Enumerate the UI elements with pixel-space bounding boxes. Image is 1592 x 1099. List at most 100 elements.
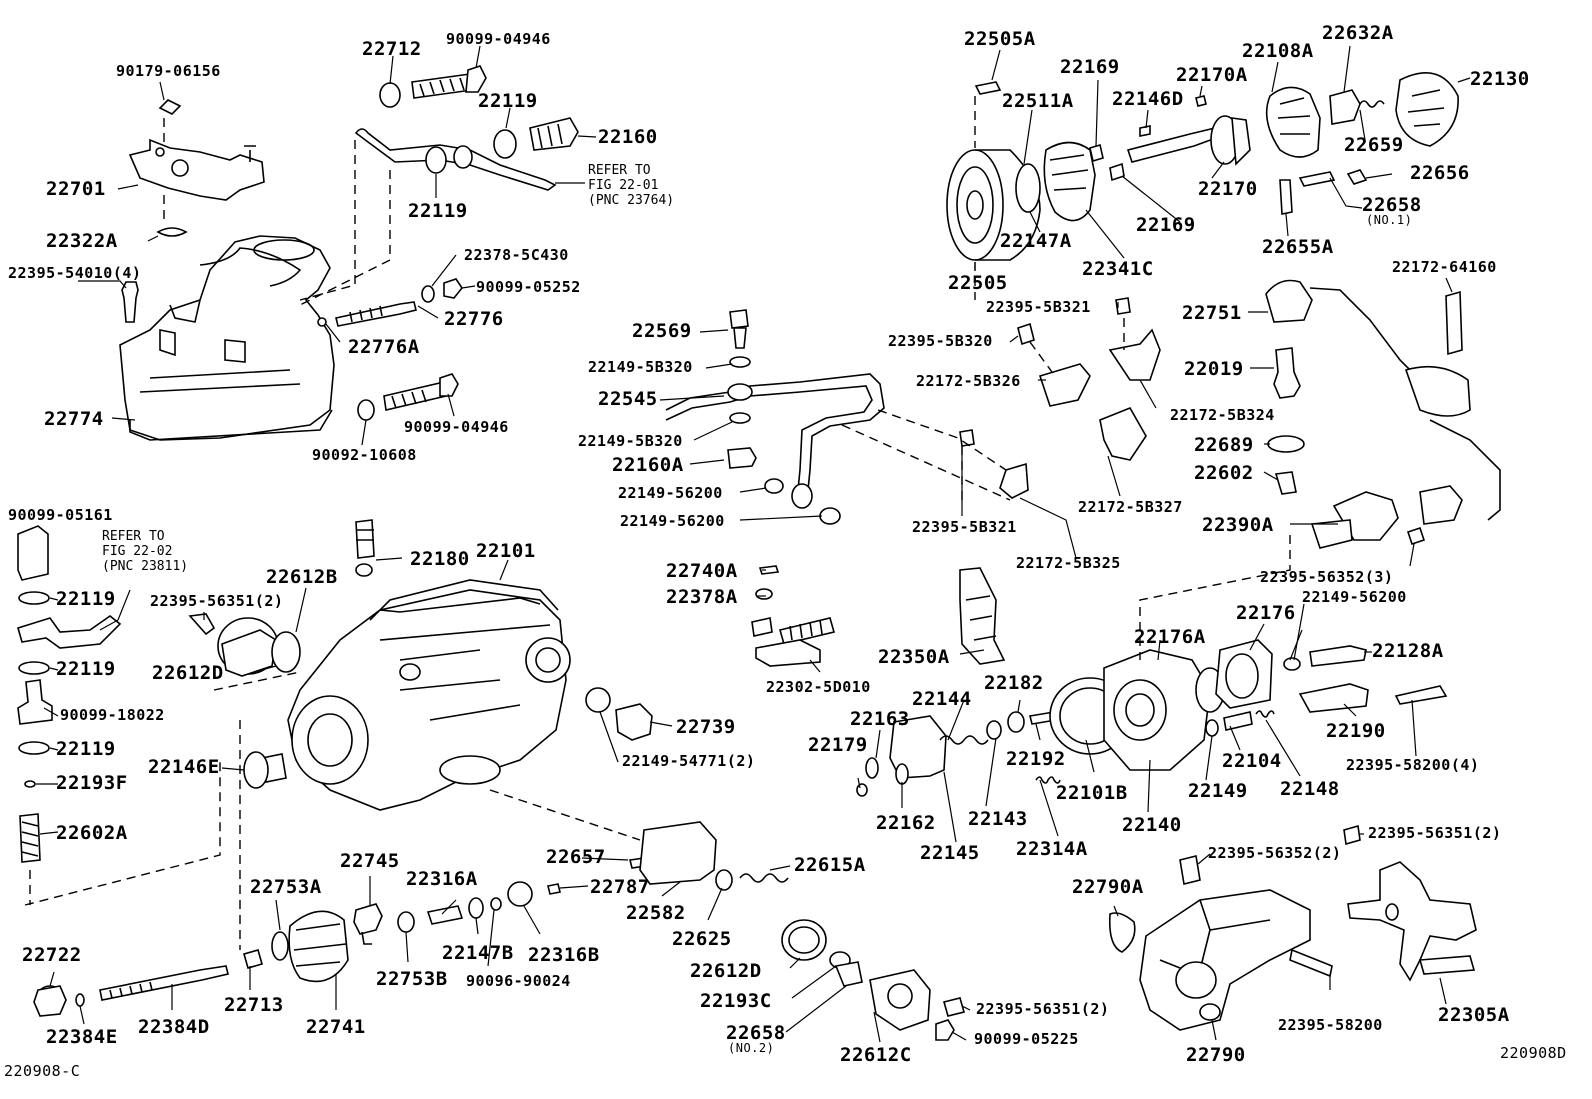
part-label: 22625 [672, 928, 732, 950]
reference-note-fig-22-02: REFER TO FIG 22-02 (PNC 23811) [102, 529, 188, 575]
part-label: 22740A [666, 560, 738, 582]
ref-line: REFER TO [588, 163, 651, 178]
part-label: 22172-64160 [1392, 258, 1497, 276]
part-label: 22316B [528, 944, 600, 966]
part-label: 22149-56200 [1302, 588, 1407, 606]
part-label: 22658 [1362, 194, 1422, 216]
part-label: 22790A [1072, 876, 1144, 898]
part-label: 22656 [1410, 162, 1470, 184]
part-label: 22169 [1060, 56, 1120, 78]
part-label: 22395-54010(4) [8, 264, 142, 282]
part-label: 22160A [612, 454, 684, 476]
ref-line: REFER TO [102, 529, 165, 544]
part-label: 22169 [1136, 214, 1196, 236]
part-label: 22378A [666, 586, 738, 608]
part-label: 22395-5B321 [986, 298, 1091, 316]
part-label: 22119 [478, 90, 538, 112]
part-label: 22722 [22, 944, 82, 966]
pump-body-illustration [188, 519, 653, 811]
governor-cover-illustration [119, 65, 579, 441]
part-label: 22193F [56, 772, 128, 794]
part-label: 22302-5D010 [766, 678, 871, 696]
part-label: 22148 [1280, 778, 1340, 800]
part-label: 22776A [348, 336, 420, 358]
part-label: 22582 [626, 902, 686, 924]
part-label: 90099-05161 [8, 506, 113, 524]
part-label: 22689 [1194, 434, 1254, 456]
part-label: 22612D [690, 960, 762, 982]
part-label: 22350A [878, 646, 950, 668]
part-label: 22612C [840, 1044, 912, 1066]
right-mid-illustration [751, 565, 1448, 797]
footer-code-right: 220908D [1500, 1044, 1567, 1062]
part-label: 22395-56352(3) [1260, 568, 1394, 586]
part-label: 22395-56352(2) [1208, 844, 1342, 862]
part-label: 22658 [726, 1022, 786, 1044]
ref-line: FIG 22-01 [588, 177, 659, 193]
part-label: 22395-5B320 [888, 332, 993, 350]
part-label: 22787 [590, 876, 650, 898]
part-label: 22192 [1006, 748, 1066, 770]
part-label: 22602 [1194, 462, 1254, 484]
part-label: 22119 [56, 658, 116, 680]
part-label: 22384E [46, 1026, 118, 1048]
part-label: 22172-5B327 [1078, 498, 1183, 516]
part-label: 22602A [56, 822, 128, 844]
part-label: 22149-56200 [620, 512, 725, 530]
part-label: 22632A [1322, 22, 1394, 44]
part-label: 22395-58200(4) [1346, 756, 1480, 774]
part-label: 22190 [1326, 720, 1386, 742]
part-label: 22316A [406, 868, 478, 890]
part-label: 22147A [1000, 230, 1072, 252]
part-label: 22569 [632, 320, 692, 342]
part-label: 22119 [56, 588, 116, 610]
part-label: 22149-54771(2) [622, 752, 756, 770]
part-label: 22101B [1056, 782, 1128, 804]
part-label: 22395-58200 [1278, 1016, 1383, 1034]
part-label: 22160 [598, 126, 658, 148]
part-label: 22149 [1188, 780, 1248, 802]
leader-lines [36, 45, 1471, 1043]
part-label: 22108A [1242, 40, 1314, 62]
part-label: 22378-5C430 [464, 246, 569, 264]
part-label: 22170A [1176, 64, 1248, 86]
part-label: 22322A [46, 230, 118, 252]
part-label: 22657 [546, 846, 606, 868]
dashed-guides [24, 96, 1291, 950]
part-label: 22145 [920, 842, 980, 864]
part-label: 22176A [1134, 626, 1206, 648]
part-label: 22615A [794, 854, 866, 876]
part-label: 22790 [1186, 1044, 1246, 1066]
part-label: 22163 [850, 708, 910, 730]
part-label: 22128A [1372, 640, 1444, 662]
part-label: 22182 [984, 672, 1044, 694]
part-label: 22172-5B325 [1016, 554, 1121, 572]
part-label: 22170 [1198, 178, 1258, 200]
part-label: 22149-5B320 [578, 432, 683, 450]
part-label: 90099-18022 [60, 706, 165, 724]
part-label: 22659 [1344, 134, 1404, 156]
part-label: 22612B [266, 566, 338, 588]
part-label: 22149-5B320 [588, 358, 693, 376]
part-label: 22119 [56, 738, 116, 760]
part-label: 22144 [912, 688, 972, 710]
part-label: 22314A [1016, 838, 1088, 860]
part-label: 22149-56200 [618, 484, 723, 502]
part-label: 22180 [410, 548, 470, 570]
part-label: 22172-5B326 [916, 372, 1021, 390]
part-label: 22143 [968, 808, 1028, 830]
part-label: 22395-56351(2) [150, 592, 284, 610]
part-label: 22753B [376, 968, 448, 990]
part-label: 90099-05225 [974, 1030, 1079, 1048]
part-label: 90099-05252 [476, 278, 581, 296]
part-label: 22395-56351(2) [1368, 824, 1502, 842]
part-label: 22655A [1262, 236, 1334, 258]
part-label: 22395-5B321 [912, 518, 1017, 536]
injection-pipe-illustration [665, 279, 1501, 549]
part-label: 22741 [306, 1016, 366, 1038]
part-label: 22119 [408, 200, 468, 222]
part-label: (NO.2) [728, 1041, 775, 1055]
left-column-parts [17, 525, 122, 905]
